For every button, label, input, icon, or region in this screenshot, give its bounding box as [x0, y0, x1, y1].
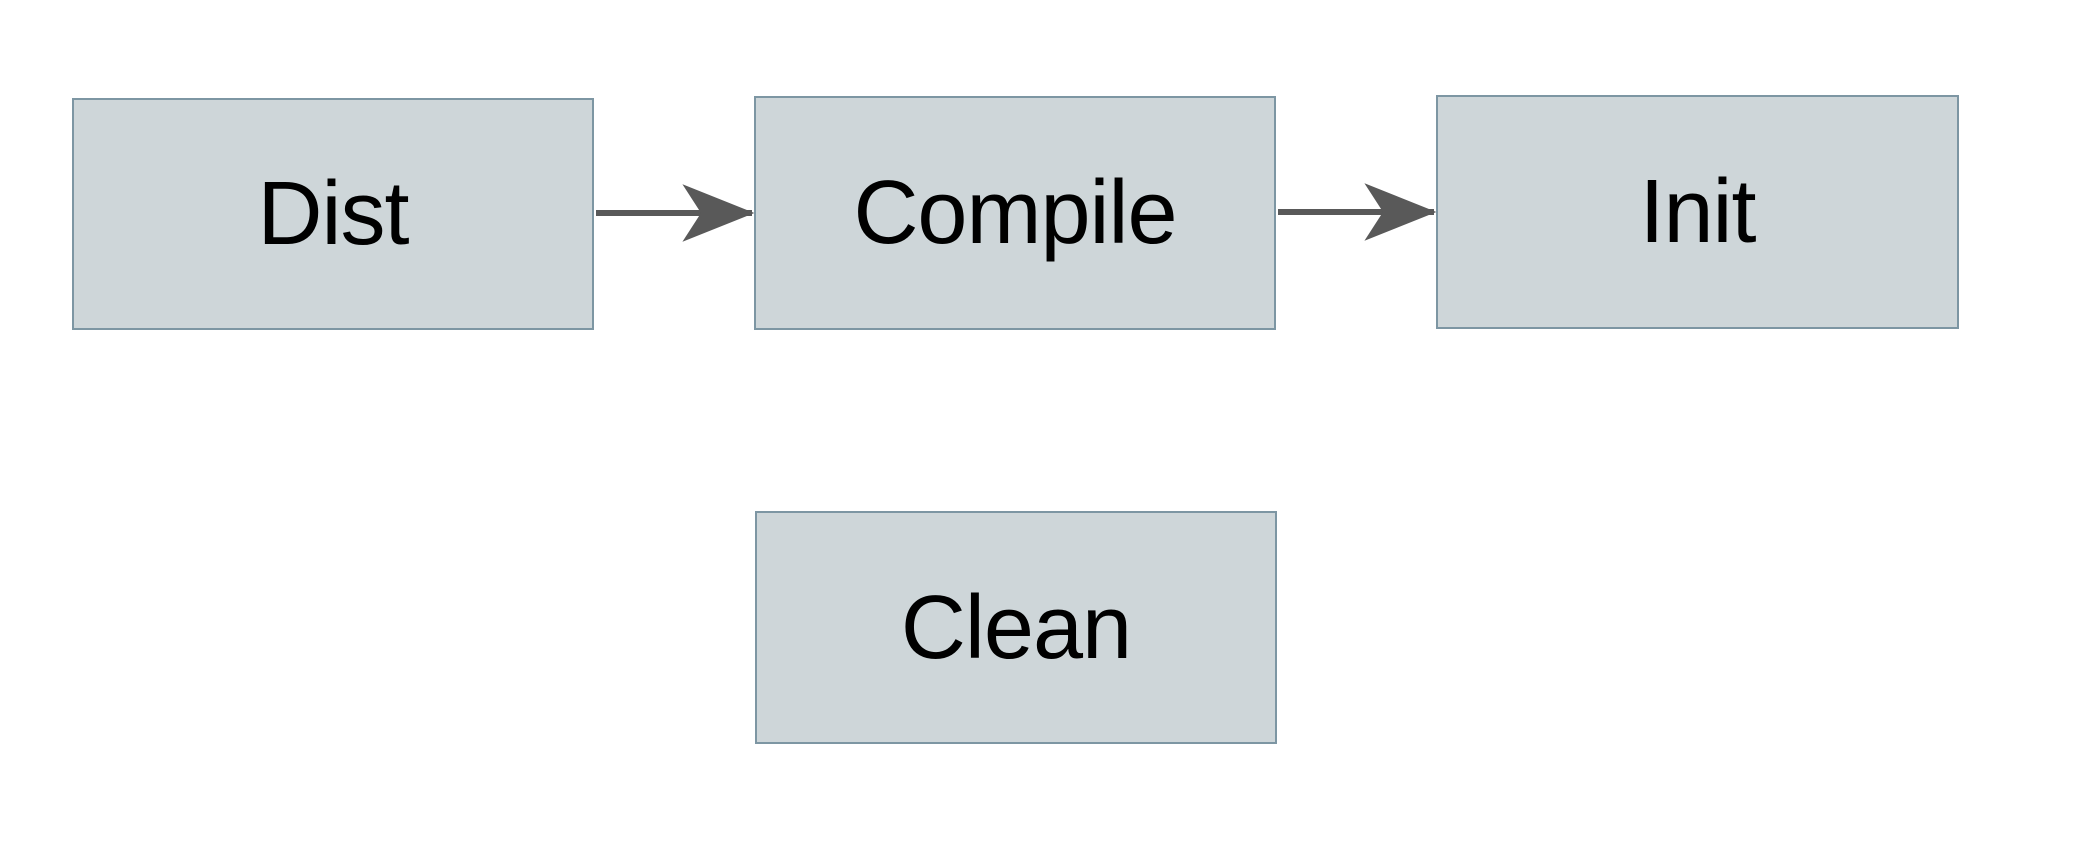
- node-compile[interactable]: Compile: [754, 96, 1276, 330]
- node-init-label: Init: [1639, 162, 1756, 262]
- node-init[interactable]: Init: [1436, 95, 1959, 329]
- node-clean-label: Clean: [900, 577, 1132, 678]
- node-dist[interactable]: Dist: [72, 98, 594, 330]
- node-clean[interactable]: Clean: [755, 511, 1277, 744]
- node-dist-label: Dist: [257, 164, 410, 264]
- node-compile-label: Compile: [853, 163, 1177, 263]
